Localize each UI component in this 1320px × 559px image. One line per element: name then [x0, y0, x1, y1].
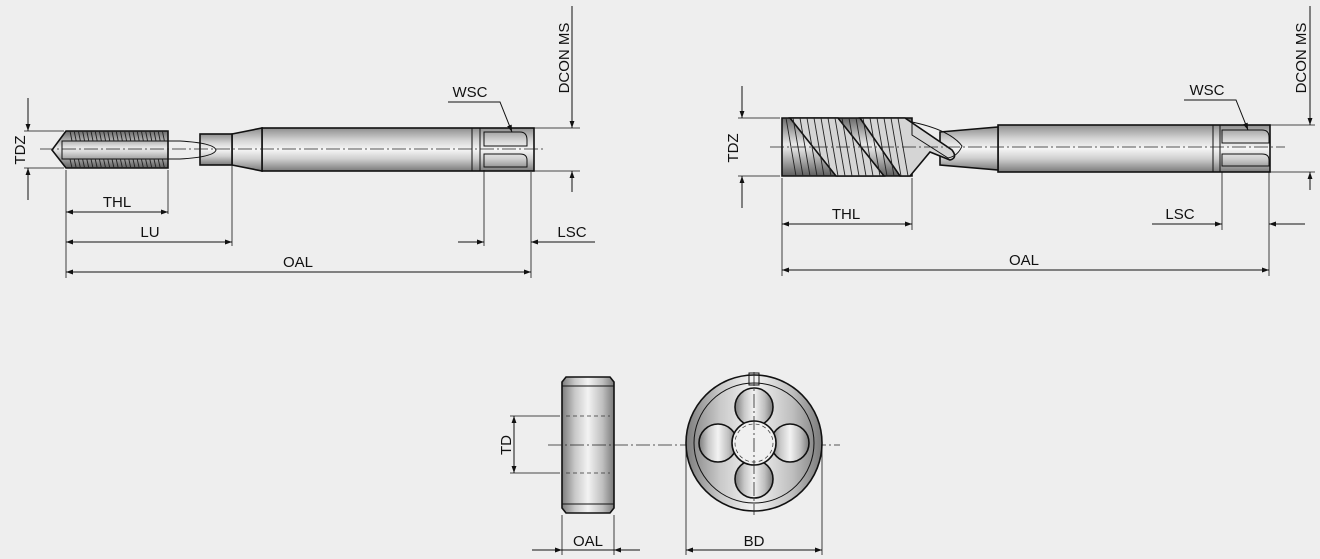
thread-tooth [157, 158, 161, 169]
thread-tooth [73, 130, 77, 142]
tap2-square-drive [1221, 129, 1270, 144]
thread-tooth [94, 158, 98, 169]
thread-tooth [124, 158, 128, 169]
helical-tooth [806, 117, 818, 177]
tap2-oal-label: OAL [1009, 252, 1039, 269]
tap1-shank [261, 127, 535, 172]
thread-tooth [145, 130, 149, 142]
thread-tooth [128, 130, 132, 142]
thread-tooth [153, 130, 157, 142]
thread-tooth [161, 130, 165, 142]
thread-tooth [98, 158, 102, 169]
thread-tooth [132, 158, 136, 169]
tap1-square-drive [483, 131, 528, 147]
die-front-view: BD [685, 372, 823, 555]
tap2-thl-label: THL [832, 206, 860, 223]
thread-tooth [86, 130, 90, 142]
thread-tooth [82, 130, 86, 142]
thread-tooth [145, 158, 149, 169]
thread-tooth [136, 158, 140, 169]
thread-tooth [77, 158, 81, 169]
tap1-wsc-label: WSC [453, 84, 488, 101]
thread-tooth [94, 130, 98, 142]
thread-tooth [107, 158, 111, 169]
tap2-shank [997, 124, 1271, 173]
thread-tooth [157, 130, 161, 142]
thread-tooth [149, 130, 153, 142]
thread-tooth [90, 158, 94, 169]
thread-tooth [69, 158, 73, 169]
thread-tooth [98, 130, 102, 142]
tap1-flute [61, 140, 217, 160]
tap1-neck [231, 127, 263, 172]
tap1-lu-label: LU [140, 224, 159, 241]
tap2-lsc-label: LSC [1165, 206, 1194, 223]
die-td-label: TD [498, 435, 515, 455]
thread-tooth [111, 130, 115, 142]
thread-tooth [132, 130, 136, 142]
thread-tooth [69, 130, 73, 142]
thread-tooth [103, 158, 107, 169]
thread-tooth [82, 158, 86, 169]
thread-tooth [119, 130, 123, 142]
tap-straight-flute: TDZ THL LU OAL LSC WSC DCON MS [12, 6, 595, 278]
tap1-dcon-label: DCON MS [556, 23, 573, 94]
tap1-lsc-label: LSC [557, 224, 586, 241]
thread-tooth [115, 158, 119, 169]
tap1-oal-label: OAL [283, 254, 313, 271]
tap1-thl-label: THL [103, 194, 131, 211]
die-oal-label: OAL [573, 533, 603, 550]
thread-tooth [90, 130, 94, 142]
thread-tooth [140, 130, 144, 142]
thread-tooth [119, 158, 123, 169]
thread-tooth [136, 130, 140, 142]
thread-tooth [128, 158, 132, 169]
thread-tooth [140, 158, 144, 169]
die-side-view: TD OAL [498, 376, 840, 555]
die-bd-label: BD [744, 533, 765, 550]
tap-spiral-flute: TDZ THL OAL LSC WSC DCON MS [725, 6, 1315, 276]
helical-tooth [785, 117, 797, 177]
thread-tooth [124, 130, 128, 142]
thread-tooth [77, 130, 81, 142]
thread-tooth [161, 158, 165, 169]
tap2-wsc-label: WSC [1190, 82, 1225, 99]
thread-tooth [115, 130, 119, 142]
thread-tooth [107, 130, 111, 142]
thread-tooth [73, 158, 77, 169]
tap2-dcon-label: DCON MS [1293, 23, 1310, 94]
tap1-tdz-label: TDZ [12, 135, 29, 164]
thread-tooth [149, 158, 153, 169]
tap2-tdz-label: TDZ [725, 133, 742, 162]
thread-tooth [111, 158, 115, 169]
thread-tooth [153, 158, 157, 169]
thread-tooth [103, 130, 107, 142]
helical-tooth [890, 117, 902, 177]
thread-tooth [86, 158, 90, 169]
